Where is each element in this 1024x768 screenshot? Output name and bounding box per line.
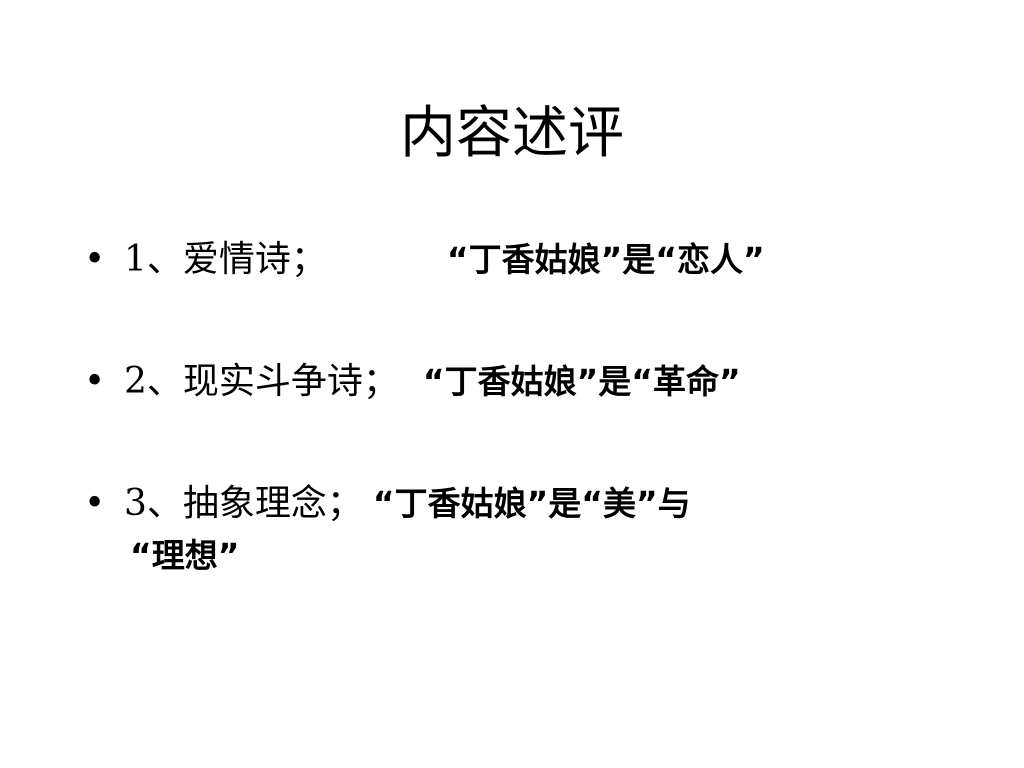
bullet-phrase: “丁香姑娘”是“美”与 <box>372 484 691 523</box>
bullet-lead: 1、爱情诗； <box>124 239 327 280</box>
bullet-dot-icon: • <box>84 239 106 280</box>
bullet-dot-icon: • <box>84 361 106 402</box>
bullet-dot-icon: • <box>84 483 106 524</box>
bullet-lead: 2、现实斗争诗； <box>124 361 399 402</box>
bullet-text: 2、现实斗争诗； “丁香姑娘”是“革命” <box>124 356 924 408</box>
slide-title: 内容述评 <box>400 101 624 166</box>
bullet-phrase: “丁香姑娘”是“革命” <box>422 362 741 401</box>
bullet-phrase-continued: “理想” <box>130 536 240 575</box>
bullet-text: 1、爱情诗； “丁香姑娘”是“恋人” <box>124 234 924 286</box>
bullet-text: 3、抽象理念；“丁香姑娘”是“美”与 “理想” <box>124 478 924 582</box>
bullet-lead: 3、抽象理念； <box>124 483 363 524</box>
bullet-phrase: “丁香姑娘”是“恋人” <box>446 240 765 279</box>
